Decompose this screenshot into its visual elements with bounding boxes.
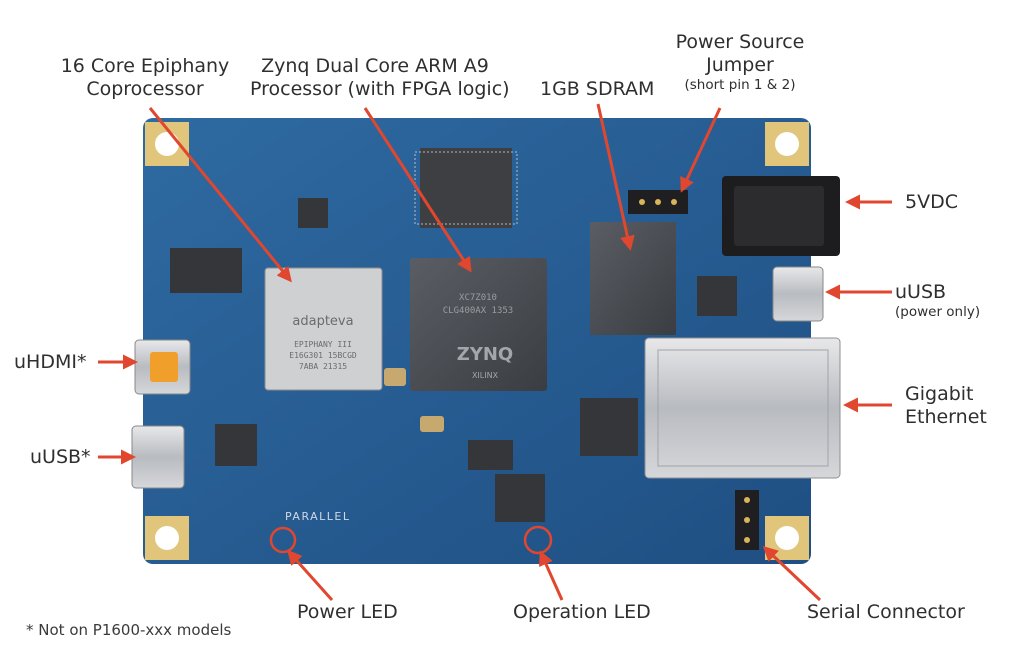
sdram-chip (590, 222, 676, 335)
small-ics (170, 198, 737, 522)
label-sdram: 1GB SDRAM (540, 78, 655, 100)
callout-arrows (98, 103, 892, 602)
label-uusb-left: uUSB* (30, 446, 91, 468)
label-uhdmi: uHDMI* (14, 351, 87, 373)
svg-text:EPIPHANY III: EPIPHANY III (294, 340, 352, 349)
uhdmi-port (134, 339, 191, 395)
svg-text:adapteva: adapteva (292, 314, 353, 329)
power-led-highlight (269, 526, 297, 554)
dc-jack (722, 176, 840, 256)
ethernet-jack (644, 337, 841, 479)
capacitors (384, 368, 444, 432)
label-serial: Serial Connector (807, 601, 965, 623)
parallel-silkscreen: PARALLEL (285, 510, 351, 523)
svg-text:XILINX: XILINX (472, 371, 499, 380)
label-usb-power: uUSB (power only) (895, 281, 981, 320)
svg-text:E16G301 15BCGD: E16G301 15BCGD (289, 351, 357, 360)
epiphany-chip: adapteva EPIPHANY III E16G301 15BCGD 7AB… (264, 267, 383, 391)
usb-left-port (131, 425, 185, 489)
serial-header (735, 490, 759, 550)
jumper-header (628, 190, 688, 214)
svg-text:CLG400AX 1353: CLG400AX 1353 (443, 306, 513, 316)
label-operation-led: Operation LED (513, 601, 651, 623)
svg-text:XC7Z010: XC7Z010 (459, 293, 497, 303)
label-5vdc: 5VDC (905, 191, 958, 213)
svg-text:7ABA 21315: 7ABA 21315 (299, 362, 347, 371)
footnote: * Not on P1600-xxx models (26, 621, 232, 639)
zynq-chip: XC7Z010 CLG400AX 1353 ZYNQ XILINX (410, 258, 547, 391)
svg-text:ZYNQ: ZYNQ (457, 344, 513, 365)
qfp-chip (414, 148, 518, 228)
usb-power-port (772, 266, 824, 322)
operation-led-highlight (523, 525, 553, 555)
label-power-led: Power LED (297, 601, 398, 623)
